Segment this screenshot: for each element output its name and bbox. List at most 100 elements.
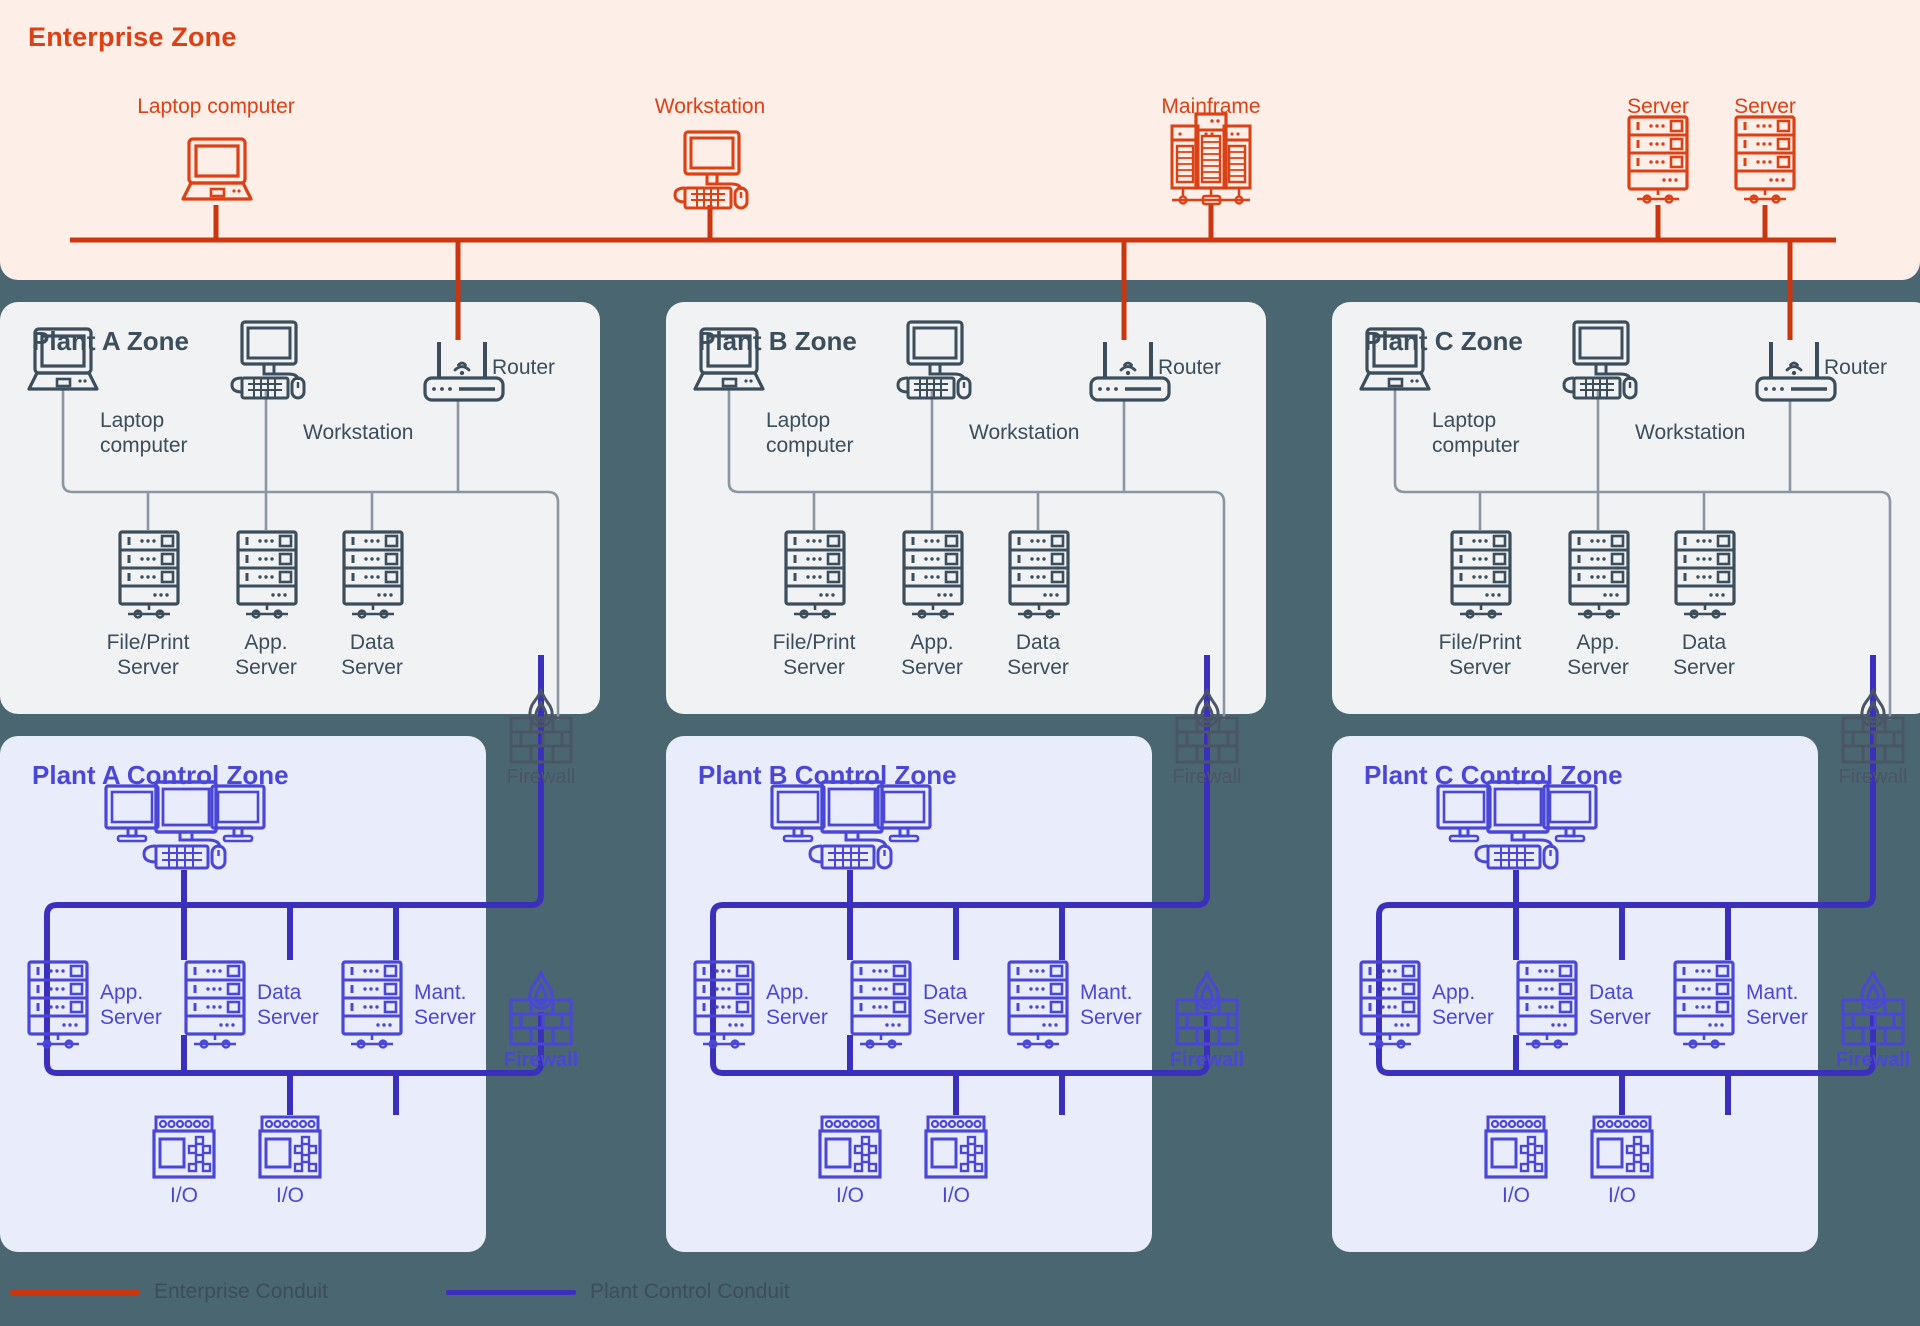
plant-c-firewall-icon: [1841, 688, 1905, 764]
control-c-app-server-icon: [1359, 960, 1421, 1050]
control-b-app-server-label: App. Server: [766, 981, 828, 1029]
control-a-io-2-label: I/O: [275, 1184, 305, 1207]
control-a-io-1-label: I/O: [169, 1184, 199, 1207]
plant-c-laptop-icon: [1359, 327, 1431, 391]
plant-a-fileprint-server-label: File/Print Server: [106, 631, 190, 679]
control-a-app-server-label: App. Server: [100, 981, 162, 1029]
control-c-app-server-label: App. Server: [1432, 981, 1494, 1029]
plant-c-app-server-icon: [1568, 530, 1630, 620]
enterprise-workstation-label: Workstation: [654, 95, 766, 118]
enterprise-laptop-icon: [181, 137, 253, 201]
plant-b-firewall-icon: [1175, 688, 1239, 764]
enterprise-zone-card: Enterprise Zone: [0, 0, 1920, 280]
control-c-firewall-label: Firewall: [1835, 1049, 1911, 1071]
plant-a-firewall-icon: [509, 688, 573, 764]
plant-c-zone-title: Plant C Zone: [1364, 326, 1523, 356]
control-a-data-server-label: Data Server: [257, 981, 319, 1029]
plant-a-app-server-label: App. Server: [235, 631, 297, 679]
plant-c-fileprint-server-label: File/Print Server: [1438, 631, 1522, 679]
plant-b-data-server-label: Data Server: [1007, 631, 1069, 679]
plant-a-data-server-label: Data Server: [341, 631, 403, 679]
plant-b-router-label: Router: [1158, 356, 1222, 379]
legend-swatch-enterprise: [10, 1289, 140, 1295]
enterprise-server-1-label: Server: [1627, 95, 1689, 118]
control-b-data-server-label: Data Server: [923, 981, 985, 1029]
control-c-data-server-label: Data Server: [1589, 981, 1651, 1029]
plant-c-data-server-label: Data Server: [1673, 631, 1735, 679]
control-c-mant-server-label: Mant. Server: [1746, 981, 1808, 1029]
control-a-hmi-icon: [104, 780, 266, 870]
control-a-app-server-icon: [27, 960, 89, 1050]
plant-b-zone-card: Plant B Zone: [666, 302, 1266, 714]
control-c-hmi-icon: [1436, 780, 1598, 870]
plant-c-internal-bus: [1393, 390, 1892, 720]
control-a-io-1-icon: [152, 1115, 216, 1179]
plant-b-app-server-label: App. Server: [901, 631, 963, 679]
plant-b-firewall-label: Firewall: [1172, 766, 1242, 788]
control-b-io-2-icon: [924, 1115, 988, 1179]
control-a-firewall-icon: [509, 970, 573, 1046]
plant-c-laptop-label: Laptop computer: [1432, 409, 1520, 457]
plant-b-internal-bus: [727, 390, 1226, 720]
plant-b-zone-title: Plant B Zone: [698, 326, 857, 356]
plant-b-fileprint-server-label: File/Print Server: [772, 631, 856, 679]
control-b-mant-server-icon: [1007, 960, 1069, 1050]
legend: Enterprise Conduit Plant Control Conduit: [0, 1276, 1920, 1316]
control-c-data-server-icon: [1516, 960, 1578, 1050]
control-a-upper-bus: [44, 790, 544, 1000]
plant-a-fileprint-server-icon: [118, 530, 180, 620]
plant-c-workstation-label: Workstation: [1635, 421, 1746, 444]
plant-a-laptop-icon: [27, 327, 99, 391]
plant-a-zone-card: Plant A Zone: [0, 302, 600, 714]
control-a-firewall-label: Firewall: [503, 1049, 579, 1071]
enterprise-mainframe-icon: [1170, 112, 1252, 206]
plant-b-laptop-icon: [693, 327, 765, 391]
control-b-firewall-icon: [1175, 970, 1239, 1046]
plant-a-workstation-label: Workstation: [303, 421, 414, 444]
control-a-mant-server-icon: [341, 960, 403, 1050]
control-a-data-server-icon: [184, 960, 246, 1050]
control-b-mant-server-label: Mant. Server: [1080, 981, 1142, 1029]
plant-c-data-server-icon: [1674, 530, 1736, 620]
control-c-io-2-icon: [1590, 1115, 1654, 1179]
plant-c-app-server-label: App. Server: [1567, 631, 1629, 679]
control-b-app-server-icon: [693, 960, 755, 1050]
control-a-mant-server-label: Mant. Server: [414, 981, 476, 1029]
plant-b-workstation-icon: [896, 320, 972, 400]
plant-c-router-label: Router: [1824, 356, 1888, 379]
plant-a-zone-title: Plant A Zone: [32, 326, 189, 356]
plant-c-workstation-icon: [1562, 320, 1638, 400]
control-a-io-2-icon: [258, 1115, 322, 1179]
control-c-mant-server-icon: [1673, 960, 1735, 1050]
plant-a-app-server-icon: [236, 530, 298, 620]
control-b-firewall-label: Firewall: [1169, 1049, 1245, 1071]
enterprise-server-2-icon: [1734, 115, 1796, 204]
control-b-io-1-label: I/O: [835, 1184, 865, 1207]
plant-c-firewall-label: Firewall: [1838, 766, 1908, 788]
plant-a-router-label: Router: [492, 356, 556, 379]
plant-b-data-server-icon: [1008, 530, 1070, 620]
control-b-data-server-icon: [850, 960, 912, 1050]
plant-b-workstation-label: Workstation: [969, 421, 1080, 444]
legend-item-plant-control-conduit: Plant Control Conduit: [446, 1280, 790, 1304]
control-c-io-1-icon: [1484, 1115, 1548, 1179]
enterprise-zone-title: Enterprise Zone: [28, 22, 237, 52]
control-c-io-1-label: I/O: [1501, 1184, 1531, 1207]
plant-b-app-server-icon: [902, 530, 964, 620]
legend-label-enterprise: Enterprise Conduit: [154, 1280, 328, 1303]
enterprise-server-2-label: Server: [1734, 95, 1796, 118]
plant-b-fileprint-server-icon: [784, 530, 846, 620]
control-b-io-2-label: I/O: [941, 1184, 971, 1207]
legend-item-enterprise-conduit: Enterprise Conduit: [10, 1280, 328, 1304]
control-a-lower-bus: [44, 1000, 544, 1076]
plant-b-laptop-label: Laptop computer: [766, 409, 854, 457]
plant-c-fileprint-server-icon: [1450, 530, 1512, 620]
enterprise-workstation-icon: [673, 130, 749, 210]
plant-a-laptop-label: Laptop computer: [100, 409, 188, 457]
control-b-hmi-icon: [770, 780, 932, 870]
plant-a-workstation-icon: [230, 320, 306, 400]
control-b-io-1-icon: [818, 1115, 882, 1179]
legend-label-plant-control: Plant Control Conduit: [590, 1280, 790, 1303]
